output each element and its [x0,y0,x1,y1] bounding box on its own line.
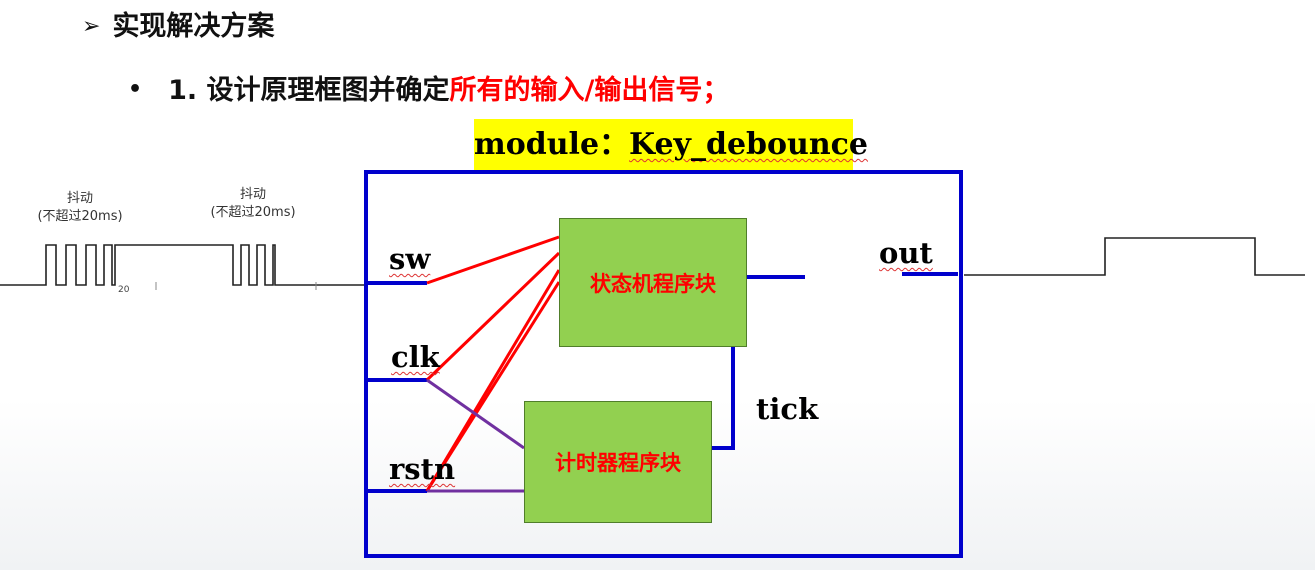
bounce-label-1: 抖动 [66,191,93,206]
module-name: Key_debounce [629,127,868,162]
step-heading: • 1. 设计原理框图并确定所有的输入/输出信号； [128,68,729,107]
module-boundary-box [364,170,963,558]
module-name-label: module：Key_debounce [474,119,868,171]
rstn-to-fsm-wire-b [425,281,561,492]
arrow-bullet-icon: ➢ [82,14,101,39]
step-heading-highlight: 所有的输入/输出信号； [449,75,730,106]
tick-wire [710,345,735,450]
bounce-label-2: 抖动 [239,187,266,202]
clk-to-fsm-wire [425,251,561,382]
bounce-note-1: (不超过20ms) [37,209,123,224]
bullet-icon: • [128,77,143,102]
module-prefix: module： [474,127,630,162]
output-waveform [964,237,1305,276]
sw-to-fsm-wire [426,235,560,285]
input-waveform [0,244,364,286]
port-label-out: out [879,236,933,270]
section-heading-text: 实现解决方案 [112,11,275,42]
port-label-rstn: rstn [389,452,456,486]
waveform-tick-fragment: 20 [118,285,130,295]
port-label-sw: sw [389,242,431,276]
bounce-annotation-2: 抖动 (不超过20ms) [203,186,303,222]
bounce-annotation-1: 抖动 (不超过20ms) [30,190,130,226]
timer-label: 计时器程序块 [555,451,681,475]
state-machine-label: 状态机程序块 [590,271,716,296]
timer-block: 计时器程序块 [524,401,712,523]
port-label-clk: clk [391,340,440,374]
state-machine-block: 状态机程序块 [559,218,747,347]
step-heading-text: 1. 设计原理框图并确定 [168,75,450,106]
section-heading: ➢ 实现解决方案 [82,4,274,43]
bounce-note-2: (不超过20ms) [210,205,296,220]
signal-label-tick: tick [756,392,819,426]
clk-to-timer-wire [426,378,525,450]
